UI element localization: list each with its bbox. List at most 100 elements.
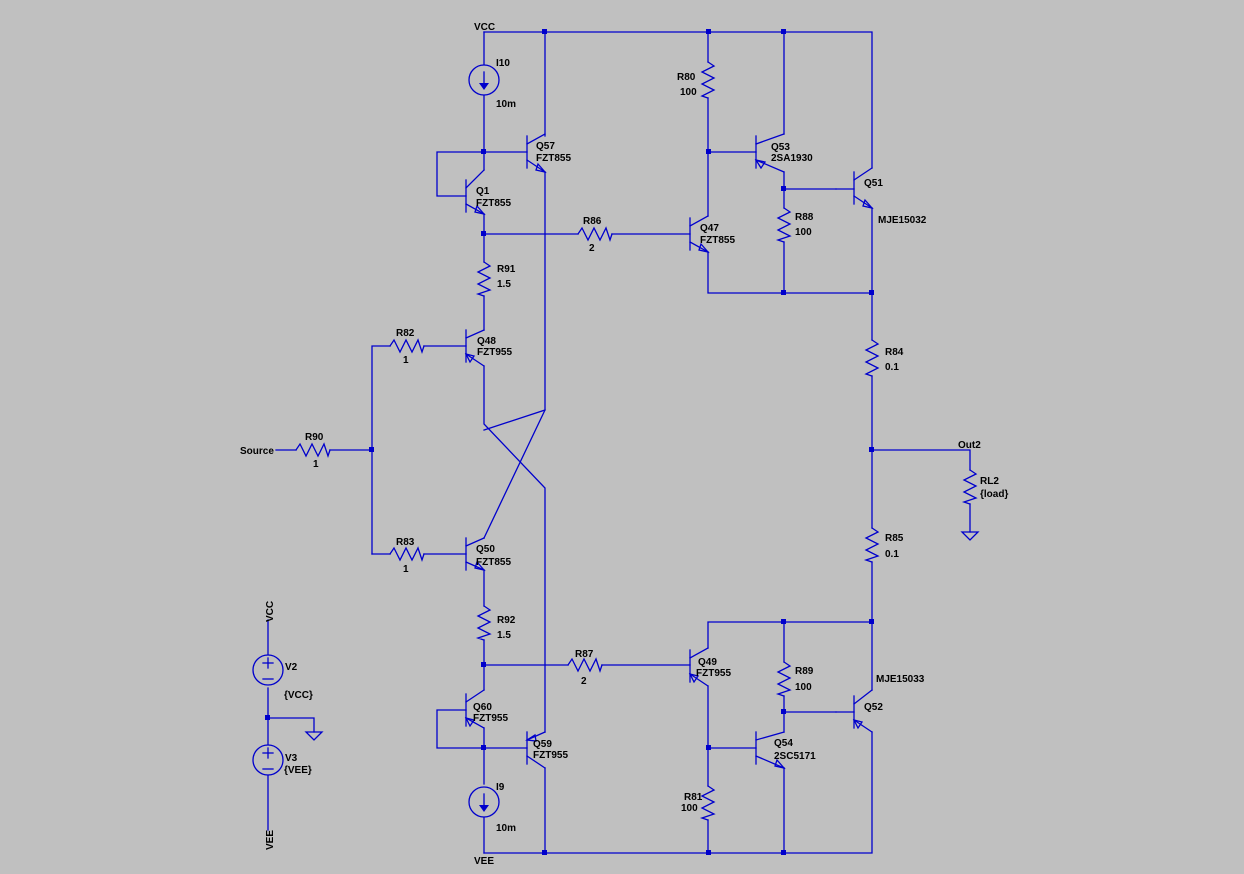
r84-value: 0.1 bbox=[885, 362, 899, 373]
q49-label: Q49 bbox=[698, 657, 717, 668]
transistor-q1 bbox=[465, 169, 486, 216]
out2-label: Out2 bbox=[958, 440, 981, 451]
q52-label: Q52 bbox=[864, 702, 883, 713]
r91-value: 1.5 bbox=[497, 279, 511, 290]
r92-label: R92 bbox=[497, 615, 516, 626]
r92-value: 1.5 bbox=[497, 630, 511, 641]
q48-type: FZT955 bbox=[477, 347, 512, 358]
r89-label: R89 bbox=[795, 666, 814, 677]
ground-symbol-supply bbox=[304, 731, 324, 741]
transistor-q54 bbox=[755, 731, 786, 770]
q51-label: Q51 bbox=[864, 178, 883, 189]
v2-label: V2 bbox=[285, 662, 298, 673]
rl2-label: RL2 bbox=[980, 476, 999, 487]
voltage-source-v3 bbox=[252, 744, 284, 776]
q60-label: Q60 bbox=[473, 702, 492, 713]
current-source-i9 bbox=[468, 786, 500, 818]
r85-value: 0.1 bbox=[885, 549, 899, 560]
resistor-r88 bbox=[775, 207, 792, 243]
q54-label: Q54 bbox=[774, 738, 793, 749]
source-label: Source bbox=[240, 446, 274, 457]
resistor-r92 bbox=[475, 605, 492, 641]
vee-rail-label: VEE bbox=[265, 830, 276, 850]
q50-type: FZT855 bbox=[476, 557, 511, 568]
r87-label: R87 bbox=[575, 649, 594, 660]
q47-label: Q47 bbox=[700, 223, 719, 234]
r90-value: 1 bbox=[313, 459, 319, 470]
q53-type: 2SA1930 bbox=[771, 153, 813, 164]
v3-value: {VEE} bbox=[284, 765, 312, 776]
q49-type: FZT955 bbox=[696, 668, 731, 679]
transistor-q59 bbox=[525, 731, 546, 769]
r82-label: R82 bbox=[396, 328, 415, 339]
transistor-q49 bbox=[688, 647, 709, 687]
r83-value: 1 bbox=[403, 564, 409, 575]
r80-value: 100 bbox=[680, 87, 697, 98]
v2-value: {VCC} bbox=[284, 690, 313, 701]
resistor-r80 bbox=[700, 61, 716, 99]
r88-label: R88 bbox=[795, 212, 814, 223]
transistor-q60 bbox=[464, 689, 485, 729]
r86-label: R86 bbox=[583, 216, 602, 227]
resistor-r85 bbox=[863, 527, 880, 563]
r89-value: 100 bbox=[795, 682, 812, 693]
resistor-r91 bbox=[475, 261, 492, 297]
q60-type: FZT955 bbox=[473, 713, 508, 724]
voltage-source-v2 bbox=[252, 654, 284, 686]
transistor-q48 bbox=[464, 329, 485, 367]
q52-type: MJE15033 bbox=[876, 674, 925, 685]
labels: VCC VEE I10 10m I9 10m Q57 FZT855 Q1 FZT… bbox=[240, 22, 1008, 867]
q59-type: FZT955 bbox=[533, 750, 568, 761]
resistor-r84 bbox=[864, 339, 880, 377]
vcc-net-label: VCC bbox=[474, 22, 495, 33]
q57-label: Q57 bbox=[536, 141, 555, 152]
q50-label: Q50 bbox=[476, 544, 495, 555]
i9-value: 10m bbox=[496, 823, 516, 834]
q53-label: Q53 bbox=[771, 142, 790, 153]
resistor-r89 bbox=[775, 661, 792, 697]
r81-label: R81 bbox=[684, 792, 703, 803]
resistors bbox=[295, 61, 978, 821]
resistor-r90 bbox=[295, 442, 331, 459]
i9-label: I9 bbox=[496, 782, 505, 793]
i10-label: I10 bbox=[496, 58, 510, 69]
r84-label: R84 bbox=[885, 347, 904, 358]
r82-value: 1 bbox=[403, 355, 409, 366]
transistor-q53 bbox=[754, 133, 785, 173]
transistor-q57 bbox=[483, 133, 547, 174]
transistor-q51 bbox=[835, 167, 874, 210]
rl2-value: {load} bbox=[980, 489, 1008, 500]
ground-symbol-load bbox=[960, 531, 980, 541]
vee-net-label: VEE bbox=[474, 856, 494, 867]
r91-label: R91 bbox=[497, 264, 516, 275]
resistor-r83 bbox=[389, 546, 425, 563]
transistor-q47 bbox=[689, 215, 710, 254]
current-source-i10 bbox=[468, 64, 500, 96]
junctions bbox=[265, 29, 874, 855]
wires bbox=[267, 31, 971, 854]
r81-value: 100 bbox=[681, 803, 698, 814]
r80-label: R80 bbox=[677, 72, 696, 83]
vcc-rail-label: VCC bbox=[265, 601, 276, 622]
resistor-r82 bbox=[389, 338, 425, 355]
r86-value: 2 bbox=[589, 243, 595, 254]
q57-type: FZT855 bbox=[536, 153, 571, 164]
transistors bbox=[464, 133, 874, 770]
q47-type: FZT855 bbox=[700, 235, 735, 246]
r88-value: 100 bbox=[795, 227, 812, 238]
r83-label: R83 bbox=[396, 537, 415, 548]
q1-label: Q1 bbox=[476, 186, 490, 197]
resistor-r86 bbox=[577, 226, 613, 243]
resistor-r81 bbox=[699, 785, 716, 821]
q54-type: 2SC5171 bbox=[774, 751, 816, 762]
transistor-q50 bbox=[465, 537, 486, 572]
q59-label: Q59 bbox=[533, 739, 552, 750]
q48-label: Q48 bbox=[477, 336, 496, 347]
v3-label: V3 bbox=[285, 753, 298, 764]
resistor-rl2 bbox=[961, 469, 978, 505]
q51-type: MJE15032 bbox=[878, 215, 927, 226]
r85-label: R85 bbox=[885, 533, 904, 544]
q1-type: FZT855 bbox=[476, 198, 511, 209]
i10-value: 10m bbox=[496, 99, 516, 110]
